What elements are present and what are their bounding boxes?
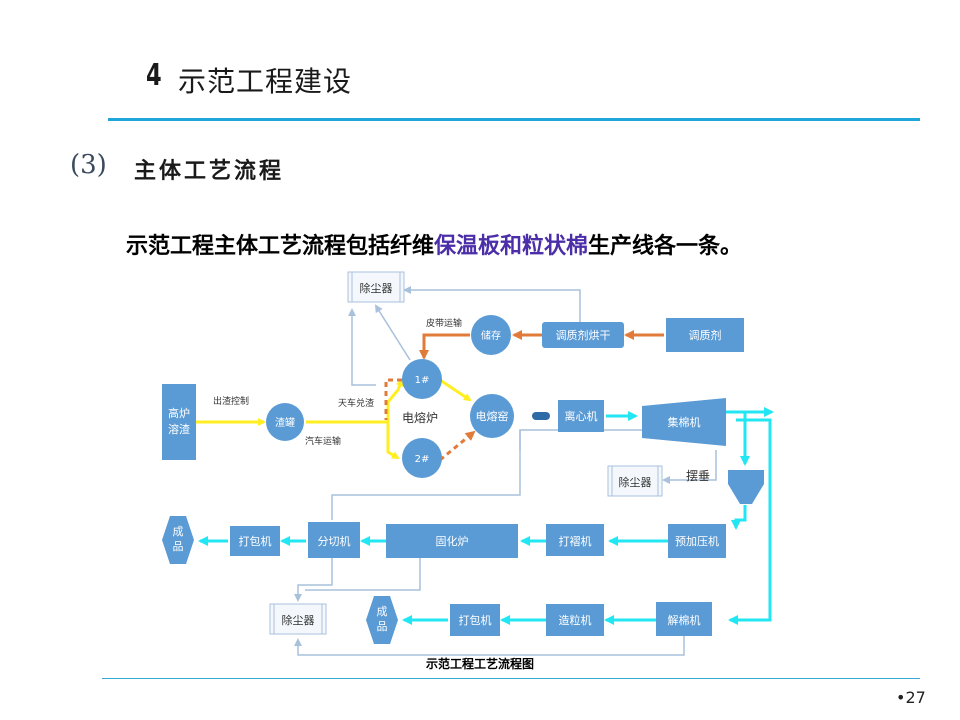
exhaust-flows (294, 286, 717, 656)
node-slag-text: 高炉溶渣 (168, 406, 190, 436)
intro-highlight: 保温板和粒状棉 (434, 234, 589, 259)
node-furnace-1: 1# (402, 359, 442, 399)
node-product-2-label: 成品 (377, 605, 388, 633)
pendulum-label: 摆垂 (686, 469, 710, 483)
node-collector: 集棉机 (642, 398, 726, 446)
node-centrifuge: 离心机 (558, 400, 604, 432)
intro-paragraph: 示范工程主体工艺流程包括纤维保温板和粒状棉生产线各一条。 (126, 228, 742, 260)
node-hopper (728, 470, 764, 504)
node-prepress: 预加压机 (668, 524, 726, 558)
node-kiln: 电熔窑 (470, 394, 514, 438)
node-conditioner-label: 调质剂 (689, 328, 722, 342)
node-furnace-1-label: 1# (415, 375, 430, 386)
label-belt: 皮带运输 (426, 317, 462, 329)
intro-text-before: 示范工程主体工艺流程包括纤维 (126, 234, 435, 259)
label-slag-control: 出渣控制 (213, 395, 249, 407)
node-product-1-label: 成品 (173, 525, 184, 553)
page-number: •27 (896, 688, 926, 707)
title-divider (108, 118, 920, 121)
node-dust-mid-label: 除尘器 (619, 475, 652, 489)
node-opener: 解棉机 (656, 602, 712, 636)
footer-divider (102, 678, 920, 679)
node-pack-1: 打包机 (230, 526, 280, 556)
label-truck: 汽车运输 (305, 435, 341, 447)
node-ladle-label: 渣罐 (275, 416, 295, 429)
node-prepress-label: 预加压机 (675, 534, 719, 548)
node-conditioner: 调质剂 (666, 318, 744, 352)
node-dust-bottom: 除尘器 (269, 603, 327, 635)
node-product-1: 成品 (162, 516, 194, 564)
page-title: 示范工程建设 (178, 65, 353, 98)
node-collector-label: 集棉机 (668, 415, 701, 429)
node-dust-bottom-label: 除尘器 (282, 613, 315, 627)
node-dust-top: 除尘器 (347, 271, 405, 303)
fiber-flows (198, 407, 774, 625)
node-opener-label: 解棉机 (668, 613, 701, 627)
node-ladle: 渣罐 (266, 403, 304, 441)
node-dust-mid: 除尘器 (607, 465, 663, 497)
conditioner-flows (384, 330, 664, 462)
node-product-2: 成品 (366, 596, 398, 644)
node-slag: 高炉溶渣 (162, 384, 196, 460)
node-dryer: 调质剂烘干 (542, 322, 624, 348)
node-curing: 固化炉 (386, 524, 518, 558)
node-slag-label: 高炉溶渣 (168, 406, 190, 436)
node-dryer-label: 调质剂烘干 (556, 328, 611, 342)
node-product-1-text: 成品 (173, 525, 184, 553)
node-storage: 储存 (471, 315, 511, 355)
node-cutter: 分切机 (308, 522, 360, 558)
node-storage-label: 储存 (481, 329, 501, 342)
node-furnace-2-label: 2# (415, 454, 430, 465)
node-pack-2: 打包机 (450, 604, 500, 636)
node-kiln-label: 电熔窑 (476, 409, 509, 423)
node-granulator: 造粒机 (546, 604, 604, 636)
node-centrifuge-label: 离心机 (565, 409, 598, 423)
subsection-number: (3) (70, 150, 107, 180)
label-crane-pour: 天车兑渣 (338, 397, 374, 409)
intro-text-after: 生产线各一条。 (588, 234, 743, 259)
slag-flows (196, 378, 472, 460)
subsection-title: 主体工艺流程 (134, 159, 285, 184)
node-dust-top-label: 除尘器 (360, 281, 393, 295)
section-number: 4 (146, 58, 162, 93)
node-pleater: 打褶机 (546, 524, 604, 556)
node-pleater-label: 打褶机 (559, 534, 592, 548)
node-pack-1-label: 打包机 (239, 534, 272, 548)
node-curing-label: 固化炉 (436, 534, 469, 548)
node-product-2-text: 成品 (377, 605, 388, 633)
diagram-caption: 示范工程工艺流程图 (425, 656, 534, 671)
node-granulator-label: 造粒机 (559, 613, 592, 627)
node-cutter-label: 分切机 (318, 534, 351, 548)
furnace-group-label: 电熔炉 (402, 410, 438, 425)
node-pack-2-label: 打包机 (459, 613, 492, 627)
node-furnace-2: 2# (402, 438, 442, 478)
